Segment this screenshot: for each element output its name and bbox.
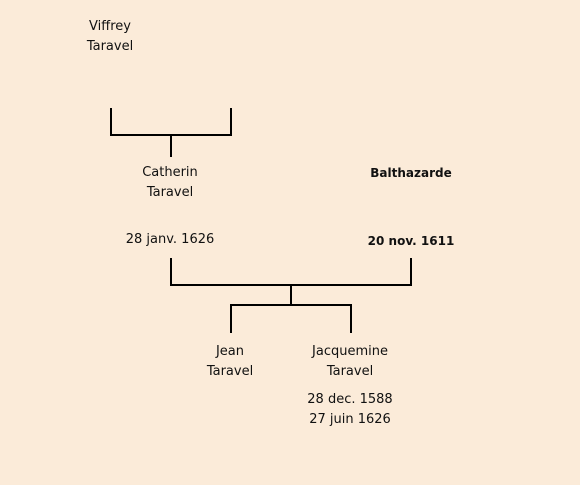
person-first-name: Jacquemine <box>312 344 388 359</box>
person-balthazarde-date: 20 nov. 1611 <box>367 234 455 248</box>
person-last-name: Taravel <box>326 364 374 379</box>
person-balthazarde-first-name: Balthazarde <box>370 166 452 180</box>
person-last-name: Taravel <box>86 39 134 54</box>
person-viffrey: Viffrey Taravel <box>80 17 140 57</box>
person-first-name: Jean <box>215 344 245 359</box>
person-catherin: Catherin Taravel <box>120 163 220 203</box>
person-jean: Jean Taravel <box>190 342 270 382</box>
person-last-name: Taravel <box>146 185 194 200</box>
person-jacquemine: Jacquemine Taravel <box>295 342 405 382</box>
person-first-name: Viffrey <box>89 19 131 34</box>
person-jacquemine-birth-date: 28 dec. 1588 <box>307 392 393 407</box>
person-first-name: Catherin <box>142 165 198 180</box>
person-catherin-date: 28 janv. 1626 <box>125 232 215 247</box>
person-jacquemine-death-date: 27 juin 1626 <box>309 412 391 427</box>
person-last-name: Taravel <box>206 364 254 379</box>
